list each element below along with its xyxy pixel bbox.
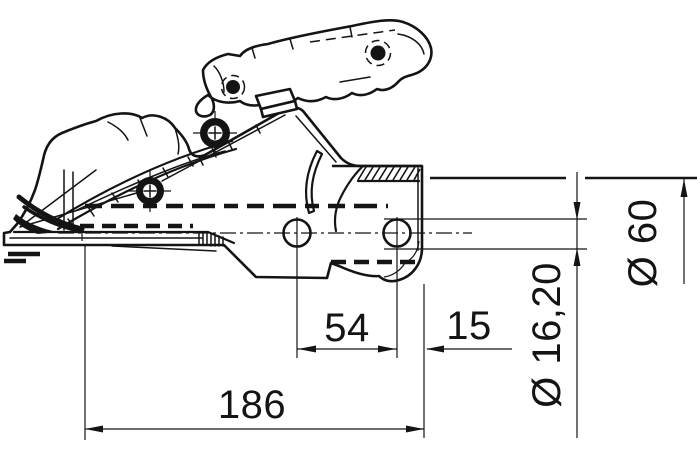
hole-crosshair-verticals xyxy=(296,217,398,358)
dim-hole-diameter: Ø 16,20 xyxy=(384,172,587,438)
dim-hole-spacing: 54 xyxy=(297,306,397,353)
section-hatch xyxy=(333,165,421,233)
hump-detail xyxy=(107,117,180,155)
handle-top-dash xyxy=(309,29,396,43)
handle-outline xyxy=(194,19,433,118)
dim-end-offset-label: 15 xyxy=(446,304,492,348)
latch-block xyxy=(254,87,299,119)
handle-segment-ticks xyxy=(251,26,353,59)
dim-hole-spacing-label: 54 xyxy=(324,306,370,350)
dim-hole-diameter-label: Ø 16,20 xyxy=(525,262,569,408)
bottom-plate xyxy=(9,230,236,252)
handle-pivot-dot-rear xyxy=(364,39,392,67)
center-lines xyxy=(58,225,472,241)
hidden-edge-dashes xyxy=(4,203,420,265)
bolt-target-lower xyxy=(129,170,171,212)
handle-lever xyxy=(194,19,433,119)
casting-fin xyxy=(304,149,324,215)
dim-end-offset: 15 xyxy=(426,304,512,353)
handle-bulb-arcs xyxy=(339,33,425,83)
bolt-target-upper xyxy=(193,111,237,155)
peak-inner-slope xyxy=(161,114,286,182)
handle-hook-arc xyxy=(213,65,225,93)
handle-pivot-dot-front xyxy=(220,74,246,100)
dim-tube-diameter-label: Ø 60 xyxy=(621,199,665,288)
front-web-lines xyxy=(19,169,141,232)
dim-tube-diameter: Ø 60 xyxy=(430,176,697,288)
dim-overall-length: 186 xyxy=(84,245,425,440)
peak-inner-slope-right xyxy=(295,115,337,163)
dim-overall-length-label: 186 xyxy=(218,383,286,427)
